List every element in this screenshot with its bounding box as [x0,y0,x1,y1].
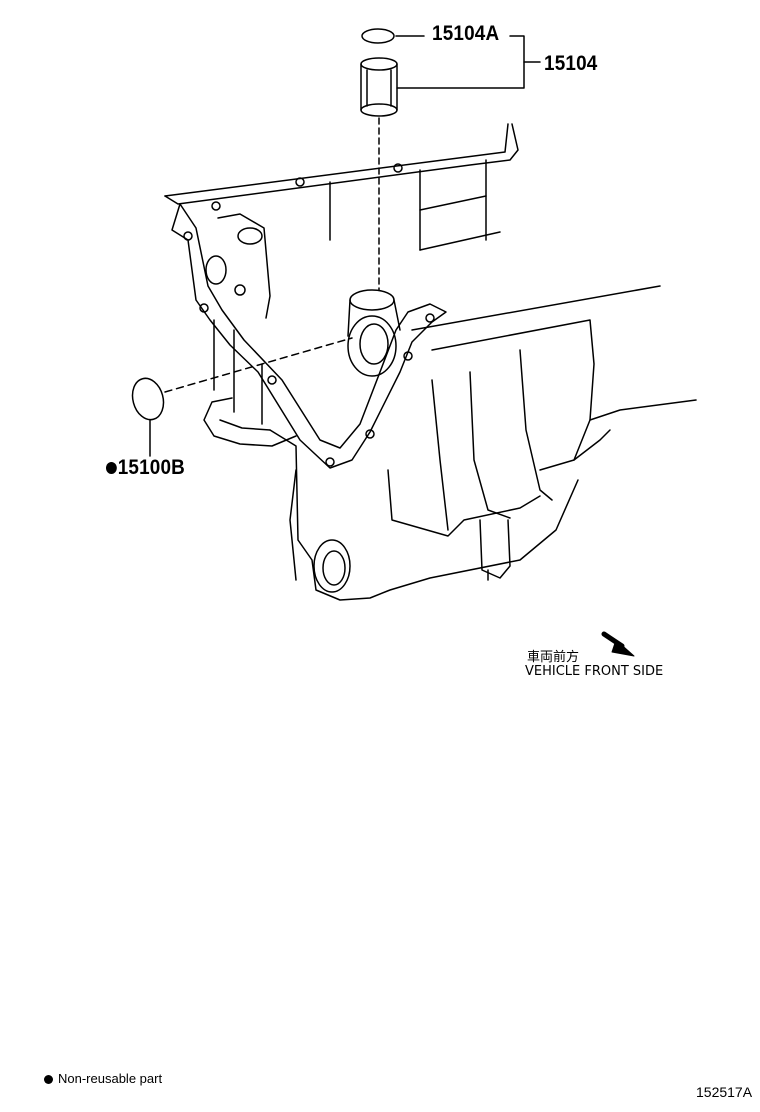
legend: Non-reusable part [44,1071,162,1086]
label-15104: 15104 [544,52,598,75]
front-direction-arrow [601,631,635,657]
label-15100b: 15100B [106,456,185,480]
label-15104a: 15104A [432,22,500,45]
non-reusable-marker [106,462,117,475]
legend-text: Non-reusable part [58,1071,163,1086]
install-line-oring [164,337,353,393]
diagram-code: 152517A [696,1084,753,1100]
direction-japanese: 車両前方 [527,650,580,665]
oring-15100b [131,377,165,421]
legend-dot-icon [44,1075,53,1085]
oil-strainer-15104 [360,57,398,117]
oring-15104a [361,28,395,44]
direction-english: VEHICLE FRONT SIDE [525,664,664,679]
oil-pan-body [164,123,697,601]
